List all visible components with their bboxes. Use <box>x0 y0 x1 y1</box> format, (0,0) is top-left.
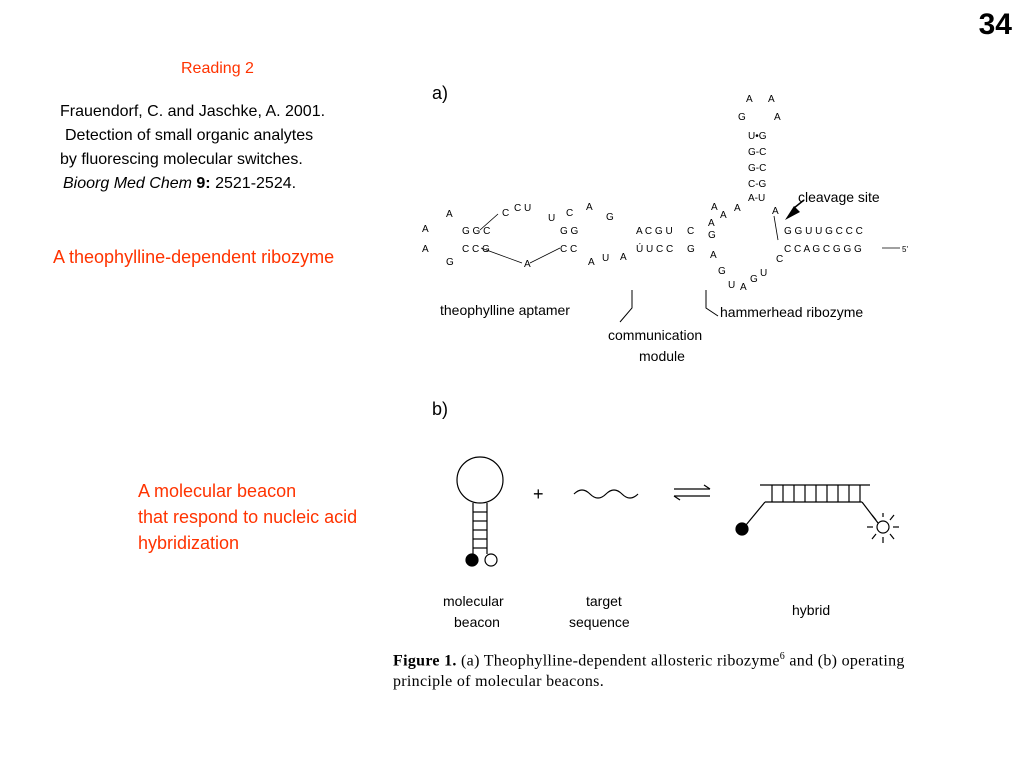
theophylline-aptamer-label: theophylline aptamer <box>440 302 570 318</box>
svg-text:U: U <box>728 280 735 291</box>
cleavage-arrow-icon <box>785 206 800 220</box>
figure-caption-text-2: and (b) operating principle of molecular… <box>393 652 905 691</box>
citation-line-3: by fluorescing molecular switches. <box>60 151 303 168</box>
svg-text:A: A <box>586 202 593 213</box>
svg-text:U•G: U•G <box>748 131 767 142</box>
molecular-beacon-icon <box>456 456 504 567</box>
svg-text:A: A <box>524 259 531 270</box>
plus-sign: + <box>533 484 544 504</box>
citation-volume: 9: <box>196 175 211 192</box>
svg-text:A: A <box>422 244 429 255</box>
svg-text:G: G <box>738 112 746 123</box>
svg-text:C U: C U <box>514 203 531 214</box>
svg-text:U: U <box>760 268 767 279</box>
cleavage-site-label: cleavage site <box>798 189 880 205</box>
citation-pages: 2521-2524. <box>215 175 297 192</box>
hammerhead-bracket-icon <box>705 290 719 317</box>
citation-journal: Bioorg Med Chem <box>63 175 192 192</box>
svg-text:C: C <box>776 254 783 265</box>
communication-module-label-1: communication <box>608 327 702 343</box>
caption-beacon-line-1: A molecular beacon <box>138 481 297 501</box>
citation-line-2: Detection of small organic analytes <box>65 127 314 144</box>
slide-number: 34 <box>978 8 1012 41</box>
citation-line-1: Frauendorf, C. and Jaschke, A. 2001. <box>60 103 326 120</box>
svg-text:C: C <box>687 226 694 237</box>
svg-text:G G U U G C C C: G G U U G C C C <box>784 226 863 237</box>
target-sequence-label-2: sequence <box>569 614 630 630</box>
hybrid-label: hybrid <box>792 602 830 618</box>
svg-text:Ú U C C: Ú U C C <box>636 242 673 255</box>
svg-text:A: A <box>588 257 595 268</box>
svg-text:G G: G G <box>560 226 579 237</box>
svg-text:A: A <box>720 210 727 221</box>
svg-text:A: A <box>740 282 747 293</box>
svg-text:G-C: G-C <box>748 163 766 174</box>
svg-text:U: U <box>548 213 555 224</box>
svg-text:A: A <box>711 202 718 213</box>
svg-text:A: A <box>734 203 741 214</box>
panel-b-label: b) <box>432 399 448 419</box>
citation: Frauendorf, C. and Jaschke, A. 2001. Det… <box>60 100 325 196</box>
svg-text:A C G U: A C G U <box>636 226 673 237</box>
caption-theophylline-ribozyme: A theophylline-dependent ribozyme <box>53 247 335 267</box>
svg-text:G G C: G G C <box>462 226 490 237</box>
svg-text:G: G <box>606 212 614 223</box>
svg-text:G: G <box>708 230 716 241</box>
figure-caption-text: (a) Theophylline-dependent allosteric ri… <box>461 652 780 670</box>
svg-text:A: A <box>710 250 717 261</box>
equilibrium-arrows-icon <box>673 484 711 501</box>
target-sequence-label-1: target <box>586 593 622 609</box>
caption-molecular-beacon: A molecular beacon that respond to nucle… <box>138 478 357 556</box>
five-prime-label: 5' <box>902 245 908 254</box>
svg-text:A-U: A-U <box>748 193 765 204</box>
citation-line-4: Bioorg Med Chem 9: 2521-2524. <box>60 172 325 196</box>
svg-text:C C G: C C G <box>462 244 490 255</box>
communication-bracket-icon <box>619 290 633 323</box>
molecular-beacon-label-1: molecular <box>443 593 504 609</box>
svg-text:A: A <box>422 224 429 235</box>
figure-caption-label: Figure 1. <box>393 652 457 670</box>
caption-beacon-line-3: hybridization <box>138 533 240 553</box>
reading-label: Reading 2 <box>181 60 254 77</box>
svg-text:A: A <box>446 209 453 220</box>
figure-caption-superscript: 6 <box>779 651 786 662</box>
svg-text:A: A <box>772 206 779 217</box>
molecular-beacon-label-2: beacon <box>454 614 500 630</box>
svg-text:A: A <box>768 94 775 105</box>
svg-text:G: G <box>718 266 726 277</box>
svg-text:C C A G C G G G: C C A G C G G G <box>784 244 862 255</box>
svg-text:G: G <box>687 244 695 255</box>
communication-module-label-2: module <box>639 348 685 364</box>
svg-text:A: A <box>708 218 715 229</box>
figure-caption: Figure 1. (a) Theophylline-dependent all… <box>393 646 949 692</box>
svg-text:C: C <box>566 208 573 219</box>
caption-beacon-line-2: that respond to nucleic acid <box>138 507 358 527</box>
svg-text:G: G <box>446 257 454 268</box>
svg-text:U: U <box>602 253 609 264</box>
hybrid-icon <box>735 484 899 543</box>
svg-text:A: A <box>774 112 781 123</box>
svg-text:A: A <box>620 252 627 263</box>
svg-text:G: G <box>750 274 758 285</box>
svg-text:C C: C C <box>560 244 577 255</box>
hammerhead-ribozyme-label: hammerhead ribozyme <box>720 304 863 320</box>
svg-text:C: C <box>502 208 509 219</box>
svg-text:G-C: G-C <box>748 147 766 158</box>
svg-text:C-G: C-G <box>748 179 767 190</box>
panel-a-label: a) <box>432 83 448 103</box>
svg-text:A: A <box>746 94 753 105</box>
target-sequence-icon <box>573 489 639 499</box>
